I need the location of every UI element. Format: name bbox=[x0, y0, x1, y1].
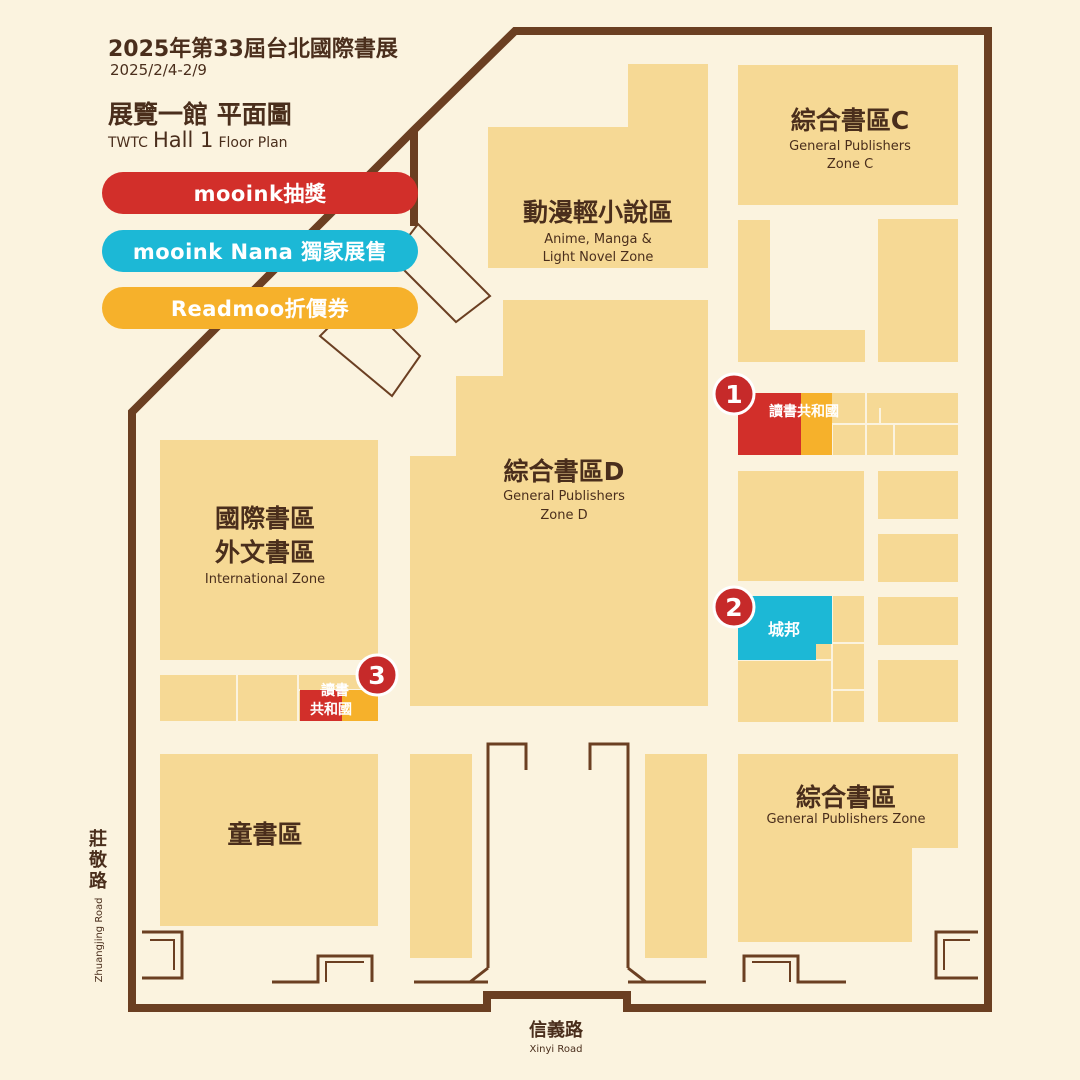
marker-2-number: 2 bbox=[725, 593, 742, 622]
zone-anime-zh: 動漫輕小說區 bbox=[523, 198, 673, 227]
zone-international-zh2: 外文書區 bbox=[215, 538, 315, 567]
marker-1-number: 1 bbox=[725, 380, 742, 409]
zone-c-en1: General Publishers bbox=[789, 139, 911, 154]
zone-c-zh: 綜合書區C bbox=[791, 106, 909, 135]
booth-dushu-label-3a: 讀書 bbox=[321, 682, 349, 699]
block-right-mid bbox=[738, 471, 864, 581]
road-left-zh-3: 路 bbox=[89, 870, 108, 892]
hall-subtitle: TWTC Hall 1 Floor Plan bbox=[108, 128, 288, 152]
zone-anime-en2: Light Novel Zone bbox=[543, 250, 654, 265]
event-dates: 2025/2/4-2/9 bbox=[110, 61, 207, 79]
door-right-bottom bbox=[742, 954, 846, 984]
zone-d-en2: Zone D bbox=[540, 508, 587, 523]
door-right-corner bbox=[934, 930, 978, 980]
road-bottom-zh: 信義路 bbox=[529, 1019, 584, 1041]
zone-international-en: International Zone bbox=[205, 572, 325, 587]
booth-dushu-yellow-1[interactable] bbox=[801, 393, 832, 455]
block-small-2 bbox=[878, 534, 958, 582]
block-international-zone bbox=[160, 440, 378, 660]
block-zone-d bbox=[410, 300, 708, 706]
legend-readmoo-coupon-label: Readmoo折價券 bbox=[170, 297, 350, 321]
block-small-3 bbox=[878, 597, 958, 645]
road-bottom-en: Xinyi Road bbox=[530, 1044, 583, 1055]
booth-dushu-label-3b: 共和國 bbox=[310, 701, 352, 718]
zone-children-zh: 童書區 bbox=[227, 820, 302, 849]
legend-mooink-lottery-label: mooink抽獎 bbox=[193, 182, 327, 206]
block-right-tall bbox=[878, 219, 958, 362]
road-left-zh-1: 莊 bbox=[89, 828, 107, 850]
block-zone-c bbox=[738, 65, 958, 205]
hall-title: 展覽一館 平面圖 bbox=[108, 100, 292, 129]
zone-general-en: General Publishers Zone bbox=[766, 812, 925, 827]
marker-3-number: 3 bbox=[368, 661, 385, 690]
block-anime-zone bbox=[488, 64, 708, 268]
booth-dushu-yellow-3-top bbox=[300, 676, 320, 690]
booth-chengbang-label: 城邦 bbox=[768, 620, 800, 639]
road-left-zh-2: 敬 bbox=[88, 849, 108, 871]
booth-dushu-red-3[interactable] bbox=[300, 690, 342, 721]
door-left-bottom bbox=[272, 954, 374, 984]
zone-anime-en1: Anime, Manga & bbox=[544, 232, 652, 247]
booth-chengbang-cyan-ext[interactable] bbox=[816, 596, 832, 644]
zone-d-en1: General Publishers bbox=[503, 489, 625, 504]
block-l-shape bbox=[738, 220, 865, 362]
road-left-en: Zhuangjing Road bbox=[94, 898, 105, 983]
legend-mooink-lottery[interactable]: mooink抽獎 bbox=[102, 172, 418, 214]
marker-1[interactable]: 1 bbox=[712, 372, 756, 416]
block-bottom-left-col bbox=[410, 754, 472, 958]
hall-suffix: Floor Plan bbox=[218, 135, 288, 151]
block-small-4 bbox=[878, 660, 958, 722]
entrance-left-post bbox=[486, 742, 528, 770]
entrance-right-post bbox=[588, 742, 630, 770]
block-general-zone bbox=[738, 754, 958, 942]
booth-dushu-label-1: 讀書共和國 bbox=[769, 403, 839, 420]
zone-international-zh1: 國際書區 bbox=[215, 504, 315, 533]
legend-mooink-nana[interactable]: mooink Nana 獨家展售 bbox=[102, 230, 418, 272]
block-small-1 bbox=[878, 471, 958, 519]
hall-prefix: TWTC bbox=[108, 135, 148, 151]
legend-mooink-nana-label: mooink Nana 獨家展售 bbox=[132, 240, 388, 264]
door-left-corner bbox=[142, 930, 184, 980]
marker-2[interactable]: 2 bbox=[712, 585, 756, 629]
zone-d-zh: 綜合書區D bbox=[504, 457, 625, 486]
event-title: 2025年第33屆台北國際書展 bbox=[108, 37, 398, 62]
legend-readmoo-coupon[interactable]: Readmoo折價券 bbox=[102, 287, 418, 329]
zone-general-zh: 綜合書區 bbox=[796, 783, 896, 812]
marker-3[interactable]: 3 bbox=[355, 653, 399, 697]
block-children-zone bbox=[160, 754, 378, 926]
block-bottom-right-col bbox=[645, 754, 707, 958]
zone-c-en2: Zone C bbox=[827, 157, 873, 172]
hall-name: Hall 1 bbox=[153, 128, 214, 152]
